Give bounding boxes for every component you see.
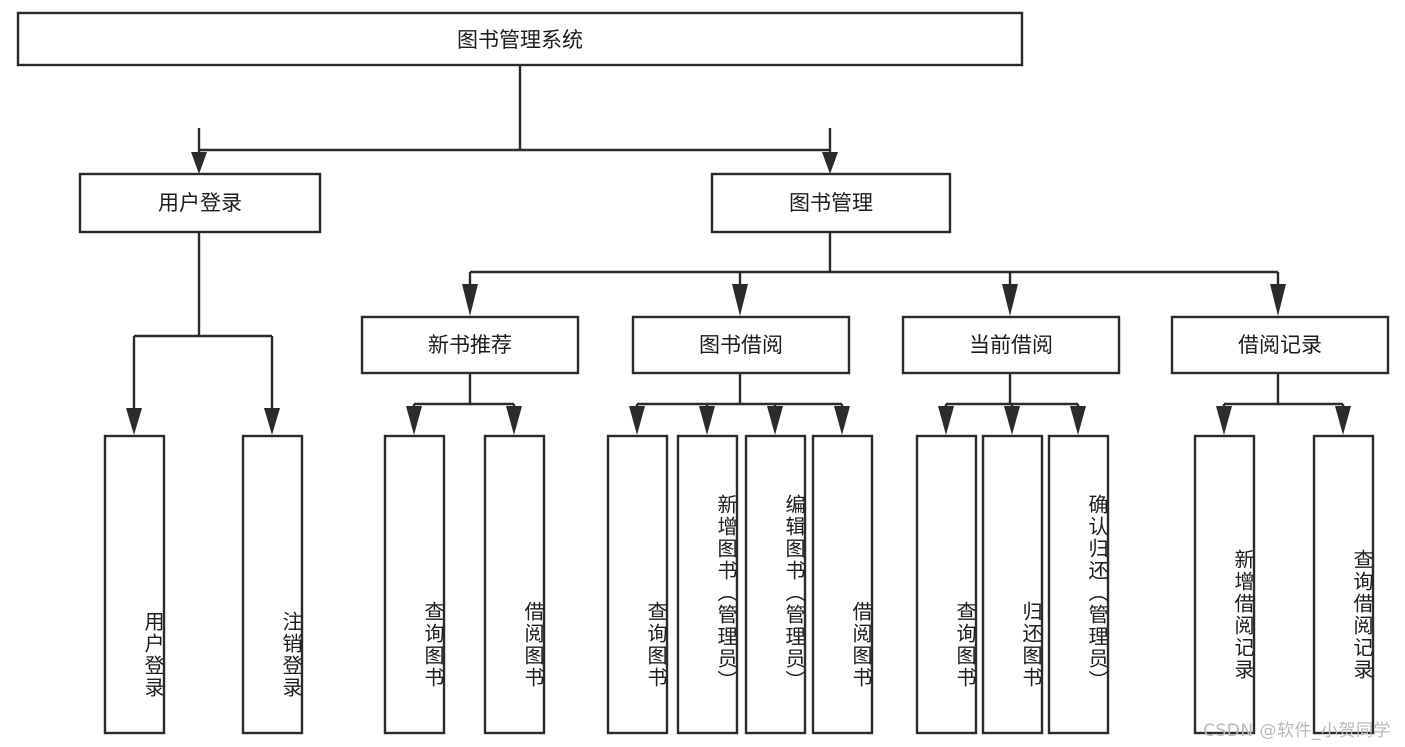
- node-user-login-box[interactable]: [78, 172, 322, 234]
- node-current-borrow-label: 当前借阅: [969, 333, 1053, 357]
- node-book-manage[interactable]: 图书管理: [710, 172, 952, 234]
- leaf-box-query-record[interactable]: [1312, 434, 1375, 735]
- arrow-to-leaf-query-book-3: [938, 406, 954, 435]
- arrow-to-borrow-record: [1270, 284, 1286, 316]
- arrow-to-leaf-user-login: [126, 408, 142, 435]
- arrow-to-book-borrow: [732, 284, 748, 316]
- node-borrow-record-box[interactable]: [1170, 315, 1390, 375]
- leaf-box-borrow-book-2[interactable]: [811, 434, 874, 735]
- arrow-to-leaf-query-book-1: [406, 406, 422, 435]
- connector-group-root: [197, 65, 832, 152]
- node-user-login-label: 用户登录: [158, 191, 242, 215]
- arrow-to-leaf-borrow-book-1: [506, 406, 522, 435]
- node-root[interactable]: 图书管理系统: [16, 11, 1024, 67]
- connector-group-new-book-recommend: [406, 373, 522, 435]
- node-book-borrow-box[interactable]: [631, 315, 851, 375]
- connector-group-current-borrow: [938, 373, 1086, 435]
- node-book-borrow-label: 图书借阅: [699, 333, 783, 357]
- arrow-to-leaf-borrow-book-2: [834, 406, 850, 435]
- node-root-box[interactable]: [16, 11, 1024, 67]
- node-borrow-record-label: 借阅记录: [1238, 333, 1322, 357]
- arrow-to-leaf-query-record: [1335, 406, 1351, 435]
- connector-group-book-manage: [462, 232, 1286, 316]
- arrow-to-leaf-add-book: [699, 406, 715, 435]
- arrow-to-leaf-add-record: [1216, 406, 1232, 435]
- arrow-to-user-login: [191, 152, 207, 174]
- node-new-book-recommend[interactable]: 新书推荐: [360, 315, 580, 375]
- leaf-box-return-book[interactable]: [981, 434, 1044, 735]
- leaf-box-query-book-3[interactable]: [915, 434, 978, 735]
- connector-group-book-borrow: [629, 373, 850, 435]
- node-current-borrow-box[interactable]: [901, 315, 1121, 375]
- arrow-to-new-book-recommend: [462, 284, 478, 316]
- arrow-to-book-manage: [822, 152, 838, 174]
- csdn-watermark: CSDN @软件_小贺同学: [1203, 721, 1391, 741]
- arrow-to-current-borrow: [1002, 284, 1018, 316]
- node-book-manage-box[interactable]: [710, 172, 952, 234]
- node-book-borrow[interactable]: 图书借阅: [631, 315, 851, 375]
- node-user-login[interactable]: 用户登录: [78, 172, 322, 234]
- node-root-label: 图书管理系统: [457, 28, 583, 52]
- node-current-borrow[interactable]: 当前借阅: [901, 315, 1121, 375]
- node-borrow-record[interactable]: 借阅记录: [1170, 315, 1390, 375]
- node-new-book-recommend-label: 新书推荐: [428, 333, 512, 357]
- leaf-box-query-book-2[interactable]: [606, 434, 669, 735]
- leaf-box-add-book[interactable]: [676, 434, 739, 735]
- leaf-box-confirm-return[interactable]: [1047, 434, 1110, 735]
- leaf-box-user-login[interactable]: [103, 434, 166, 735]
- arrow-to-leaf-edit-book: [767, 406, 783, 435]
- arrow-to-leaf-return-book: [1004, 406, 1020, 435]
- arrow-to-leaf-logout-login: [264, 408, 280, 435]
- node-book-manage-label: 图书管理: [789, 191, 873, 215]
- leaf-box-query-book-1[interactable]: [383, 434, 446, 735]
- connector-group-user-login: [126, 232, 280, 435]
- connector-root-arrows: [191, 150, 838, 174]
- leaf-box-add-record[interactable]: [1193, 434, 1256, 735]
- connector-group-borrow-record: [1216, 373, 1351, 435]
- leaf-box-logout-login[interactable]: [241, 434, 304, 735]
- node-new-book-recommend-box[interactable]: [360, 315, 580, 375]
- leaf-box-edit-book[interactable]: [744, 434, 807, 735]
- arrow-to-leaf-query-book-2: [629, 406, 645, 435]
- leaf-box-borrow-book-1[interactable]: [483, 434, 546, 735]
- arrow-to-leaf-confirm-return: [1070, 406, 1086, 435]
